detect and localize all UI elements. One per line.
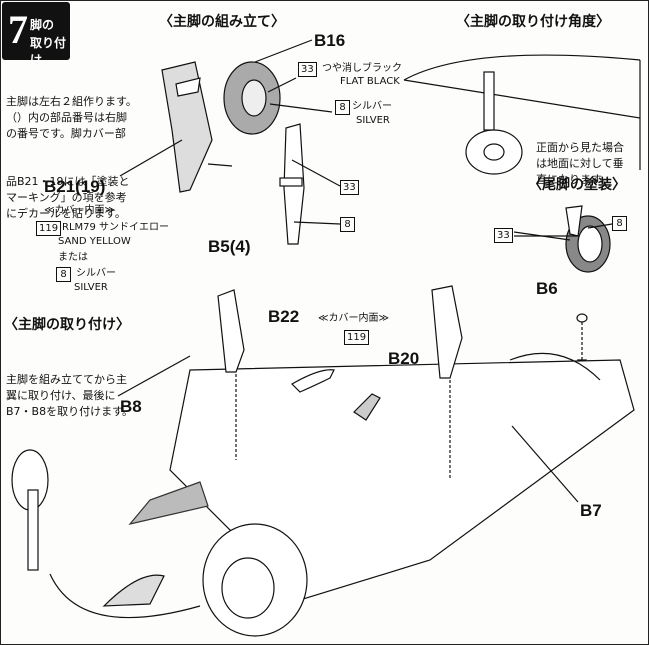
note-angle: 正面から見た場合は地面に対して垂直になります。	[536, 141, 624, 186]
color-badge-119: 119	[36, 221, 62, 236]
engine-cowling	[202, 523, 308, 637]
color-badge-8: 8	[612, 216, 627, 231]
color-name-jp: RLM79 サンドイエロー	[62, 222, 169, 233]
section-main-gear-angle: 〈主脚の取り付け角度〉	[456, 14, 610, 30]
cover-b20	[353, 393, 381, 421]
part-label-b21: B21(19)	[44, 177, 106, 196]
step-number: 7	[8, 7, 28, 52]
note-assembly: 主脚は左右２組作ります。（）内の部品番号は右脚の番号です。脚カバー部 品B21・…	[6, 95, 137, 220]
gear-leg-left	[217, 289, 245, 373]
part-label-b8: B8	[120, 397, 142, 416]
section-main-gear-install: 〈主脚の取り付け〉	[4, 317, 130, 333]
angle-gear-wheel	[465, 129, 523, 175]
color-badge-8: 8	[340, 217, 355, 232]
cover-inside-label: ≪カバー内面≫	[44, 205, 115, 216]
color-name-jp: つや消しブラック	[322, 63, 402, 74]
part-label-b20: B20	[388, 349, 420, 368]
color-name-jp: シルバー	[352, 101, 392, 112]
direction-arrow	[128, 481, 209, 525]
part-label-b22: B22	[268, 307, 300, 326]
color-name-en: FLAT BLACK	[340, 76, 400, 87]
part-label-b16: B16	[314, 31, 346, 50]
gear-leg-right	[431, 285, 463, 379]
section-main-gear-assembly: 〈主脚の組み立て〉	[159, 14, 285, 30]
color-name-en: SILVER	[356, 115, 390, 126]
fuselage-side-line	[403, 79, 641, 119]
color-badge-8: 8	[56, 267, 71, 282]
part-label-b6: B6	[536, 279, 558, 298]
gear-cover-b21	[161, 61, 213, 193]
or-label: または	[58, 252, 88, 263]
fuselage-front-outline	[403, 54, 641, 81]
cover-inside-label: ≪カバー内面≫	[318, 313, 389, 324]
section-tail-wheel-paint: 〈尾脚の塗装〉	[528, 177, 626, 193]
color-badge-119: 119	[344, 330, 370, 345]
color-name-jp: シルバー	[76, 268, 116, 279]
step-title-line2: 取り付け	[30, 36, 67, 67]
part-label-b7: B7	[580, 501, 602, 520]
cover-b22	[291, 369, 335, 393]
color-name-en: SAND YELLOW	[58, 236, 131, 247]
part-label-b5: B5(4)	[208, 237, 251, 256]
color-badge-8: 8	[335, 100, 350, 115]
color-name-en: SILVER	[74, 282, 108, 293]
color-badge-33: 33	[298, 62, 317, 77]
step-title-line1: 脚の	[30, 18, 55, 32]
color-badge-33: 33	[340, 180, 359, 195]
step-tag: 7 脚の 取り付け	[2, 2, 70, 67]
color-badge-33: 33	[494, 228, 513, 243]
angle-gear-strut	[483, 71, 495, 131]
